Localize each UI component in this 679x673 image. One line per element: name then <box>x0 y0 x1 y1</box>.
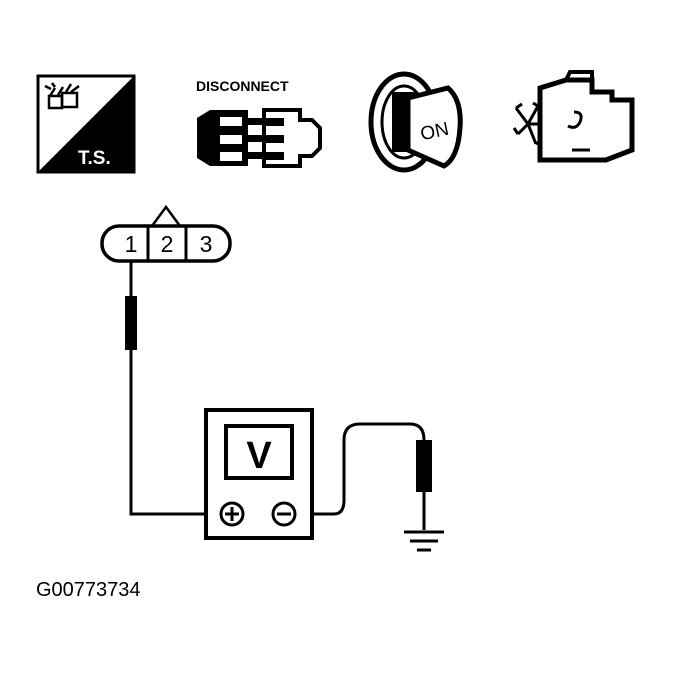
negative-probe-lead <box>312 422 432 530</box>
minus-terminal-icon <box>271 501 297 527</box>
troubleshooting-label: T.S. <box>78 148 111 169</box>
ignition-on-icon: ON <box>368 71 463 173</box>
plus-terminal-icon <box>219 501 245 527</box>
disconnect-icon: DISCONNECT <box>196 78 322 168</box>
troubleshooting-icon: T.S. <box>36 74 136 174</box>
figure-code: G00773734 <box>36 579 141 601</box>
engine-icon <box>512 70 635 163</box>
connector-pin-1: 1 <box>125 231 138 257</box>
harness-connector: 1 2 3 <box>100 204 232 263</box>
tool-sketch-icon <box>44 82 80 110</box>
voltmeter: V <box>204 408 314 540</box>
positive-probe-lead <box>125 261 206 516</box>
connector-pin-2: 2 <box>161 231 174 257</box>
connector-pin-3: 3 <box>200 231 213 257</box>
voltmeter-unit-label: V <box>246 435 272 477</box>
fan-icon <box>512 101 542 146</box>
disconnect-label: DISCONNECT <box>196 78 289 94</box>
ground-symbol-icon <box>404 530 444 552</box>
